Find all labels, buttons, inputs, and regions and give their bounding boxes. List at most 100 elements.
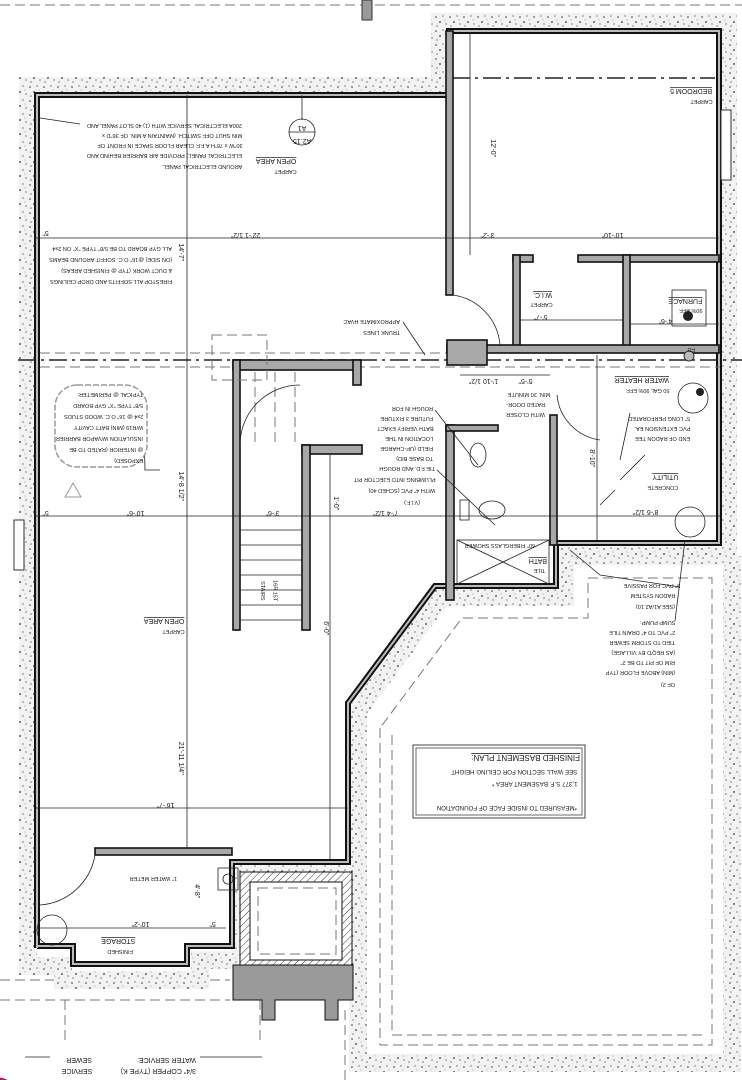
note-line: TRUNK LINES bbox=[363, 329, 400, 335]
sink-icon bbox=[469, 442, 487, 468]
note-line: PLUMBING INTO EJECTOR PIT bbox=[353, 476, 435, 482]
shower-label: 60" FIBERGLASS SHOWER bbox=[465, 542, 535, 548]
note-line: RIM OF PIT TO BE 2" bbox=[620, 659, 675, 665]
note-line: @ INTERIOR (RATED TO BE bbox=[69, 446, 143, 452]
note-water-service: WATER SERVICE: 3/4" COPPER (TYPE K) bbox=[121, 1056, 262, 1074]
fixtures bbox=[36, 289, 709, 946]
plan-area: 1,377 S.F. BASEMENT AREA * bbox=[491, 780, 577, 787]
note-line: SUMP PUMP: bbox=[640, 619, 676, 625]
beam-lines bbox=[18, 77, 742, 368]
note-line: FIRESTOP ALL SOFFITS AND DROP CEILINGS bbox=[50, 278, 173, 284]
note-line: LOCATION IN THE bbox=[385, 435, 433, 441]
foundation-walls bbox=[13, 13, 741, 1072]
note-line: SERVICE bbox=[61, 1067, 92, 1074]
dimension-label: 5'-5" bbox=[518, 377, 532, 384]
dimension-label: 4'-6" bbox=[658, 317, 672, 324]
note-line: RATED DOOR- bbox=[506, 401, 545, 407]
note-sewer-service: SEWER SERVICE bbox=[25, 1056, 92, 1074]
note-line: & DUCT WORK (TYP @ FINISHED AREAS) bbox=[61, 267, 172, 273]
dimension-label: 10'-2" bbox=[131, 920, 149, 927]
dimension-label: 8'-10" bbox=[588, 449, 595, 467]
note-line: TIED TO STORM SEWER bbox=[609, 639, 675, 645]
note-line: SEWER bbox=[66, 1056, 92, 1063]
note-sump-pump: SUMP PUMP: 2" PVC TO 4" DRAIN TILE TIED … bbox=[605, 619, 675, 687]
note-line: 1" WATER METER bbox=[130, 875, 177, 881]
note-line: 5" LONG PERFORATED bbox=[628, 415, 690, 421]
dimension-lines bbox=[36, 32, 720, 929]
note-line: WITH 4" PVC (SCHED 40) bbox=[368, 487, 435, 493]
note-line: ROUGH IN FOR bbox=[392, 405, 433, 411]
note-line: 2" PVC TO 4" DRAIN TILE bbox=[609, 629, 675, 635]
note-line: (MIN) ABOVE FLOOR (TYP bbox=[605, 669, 675, 675]
note-line: EXPOSED) bbox=[114, 457, 143, 463]
dimension-label: 5" bbox=[42, 509, 49, 516]
note-line: TYPICAL @ PERIMETER: bbox=[77, 391, 144, 397]
room-storage-name: STORAGE bbox=[101, 937, 135, 944]
section-marker: A1 A2.15 bbox=[288, 95, 316, 146]
interior-walls bbox=[94, 30, 720, 856]
note-rated-door: MIN. 20 MINUTE RATED DOOR- WITH CLOSER bbox=[506, 391, 550, 417]
dimension-label: 8'-6 1/2" bbox=[632, 508, 658, 515]
note-line: MIN SHUT OFF SWITCH. (MAINTAIN A MIN. OF… bbox=[102, 132, 242, 138]
note-line: END OF RADON TEE bbox=[635, 435, 690, 441]
dimension-label: 3'-2" bbox=[480, 231, 494, 238]
note-electrical: 200A ELECTRICAL SERVICE WITH (1) 40 SLOT… bbox=[87, 122, 243, 169]
stairs-label: STAIRS bbox=[259, 581, 265, 601]
note-line: RADON SYSTEM bbox=[630, 592, 675, 598]
dimension-label: 21'-11 1/4" bbox=[177, 742, 184, 775]
room-open-area-finish: CARPET bbox=[162, 628, 185, 634]
room-open-area-name: OPEN AREA bbox=[256, 157, 297, 164]
furnace-icon bbox=[671, 289, 707, 327]
plan-title: FINISHED BASEMENT PLAN: bbox=[471, 753, 580, 762]
room-furnace-finish: 90% EFF. bbox=[678, 307, 702, 313]
note-line: OF 2) bbox=[661, 681, 675, 687]
corner-mark bbox=[0, 1077, 8, 1080]
dimension-label: 5" bbox=[42, 229, 49, 236]
dimension-label: 10'-6" bbox=[126, 509, 144, 516]
dimension-label: 5" bbox=[209, 920, 216, 927]
floor-drain-label: FD bbox=[688, 346, 695, 352]
note-hvac: APPROXIMATE HVAC TRUNK LINES bbox=[343, 318, 400, 335]
note-line: ALL GYP BOARD TO BE 5/8" TYPE "X" ON 2x4 bbox=[52, 245, 172, 251]
note-line: TIE F.D. AND ROUGH bbox=[379, 465, 435, 471]
water-heater-spec: 50 GAL 90% EFF. bbox=[625, 387, 669, 393]
stairs-count: 16R 15T bbox=[271, 580, 277, 602]
dimension-label: 6'-0" bbox=[322, 621, 329, 635]
plan-title-box: FINISHED BASEMENT PLAN: SEE WALL SECTION… bbox=[412, 744, 586, 819]
note-line: 2x4 @ 16" O.C. WOOD STUDS bbox=[64, 413, 143, 419]
room-bath-name: BATH bbox=[529, 557, 547, 564]
note-line: PVC EXTENSION EA. bbox=[634, 425, 690, 431]
note-radon-tee: 5" LONG PERFORATED PVC EXTENSION EA. END… bbox=[628, 415, 690, 441]
sump-pit-icon bbox=[674, 506, 706, 538]
plan-footnote: *MEASURED TO INSIDE FACE OF FOUNDATION bbox=[437, 804, 577, 811]
dimension-label: 7'-4 1/2" bbox=[372, 509, 398, 516]
note-line: W/R19 (MIN) BATT CAVITY bbox=[74, 424, 144, 430]
water-heater-label: WATER HEATER bbox=[615, 376, 669, 383]
section-marker-bottom: A2.15 bbox=[293, 137, 311, 144]
note-rough-in: ROUGH IN FOR FUTURE 3 FIXTURE BATH VERIF… bbox=[377, 405, 434, 461]
sump-pit-icon bbox=[36, 914, 68, 946]
floor-drain-icon bbox=[683, 350, 695, 362]
note-line: APPROXIMATE HVAC bbox=[343, 318, 400, 324]
note-line: ELECTRICAL PANEL) PROVIDE AIR BARRIER BE… bbox=[87, 152, 242, 158]
note-line: MIN. 20 MINUTE bbox=[507, 391, 550, 397]
dimension-label: 1'-10 1/2" bbox=[468, 377, 498, 384]
note-line: (AS REQ'D BY VILLAGE) bbox=[611, 649, 675, 655]
dimension-label: 22'-1 1/2" bbox=[230, 231, 260, 238]
dimension-label: 4'-8" bbox=[193, 884, 200, 898]
dimension-labels: 12'-0" 3'-2" 10'-10" 22'-1 1/2" 5" 14'-7… bbox=[42, 139, 673, 927]
note-line: 5/8" TYPE "X" GYP BOARD bbox=[73, 402, 143, 408]
room-open-area-name: OPEN AREA bbox=[144, 617, 185, 624]
dimension-label: 5'-7" bbox=[533, 313, 547, 320]
room-storage-finish: FINISHED bbox=[107, 948, 133, 954]
water-meter-icon bbox=[217, 867, 239, 891]
dimension-label: 1'-0" bbox=[332, 496, 339, 510]
note-line: WATER SERVICE: bbox=[137, 1056, 196, 1063]
room-wic-finish: CARPET bbox=[530, 301, 553, 307]
dimension-label: 16'-7" bbox=[156, 801, 174, 808]
note-line: WITH CLOSER bbox=[506, 411, 545, 417]
dimension-label: 12'-0" bbox=[489, 139, 496, 157]
room-utility-name: UTILITY bbox=[652, 473, 678, 480]
note-line: BATH VERIFY EXACT bbox=[377, 425, 434, 431]
